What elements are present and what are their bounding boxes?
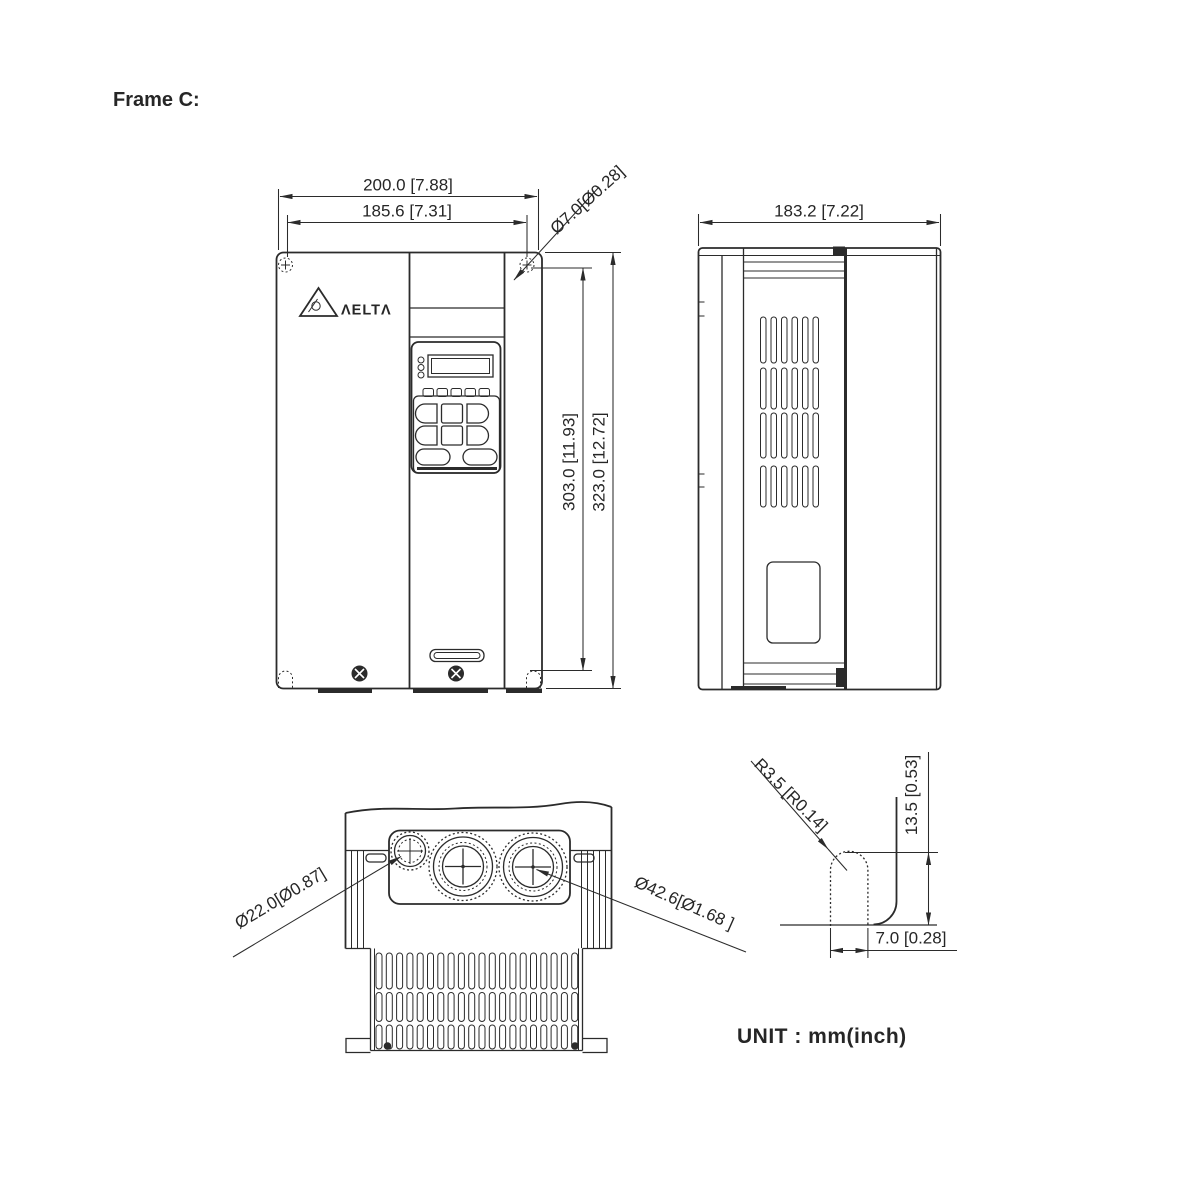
bottom-lip xyxy=(506,688,542,693)
large-knockout xyxy=(428,831,498,902)
tab-slot-left xyxy=(365,853,387,863)
run-button xyxy=(415,448,451,466)
mounting-slot-bottom-right xyxy=(526,670,541,688)
din-notches xyxy=(698,301,705,488)
keyhole-slot-outline xyxy=(829,850,869,926)
side-fin-lines-left xyxy=(351,850,364,948)
front-top-band xyxy=(409,307,505,338)
logo-wordmark: ΛELTΛ xyxy=(341,303,392,319)
side-fin-lines-right xyxy=(581,850,606,948)
tab-slot-right xyxy=(573,853,595,863)
dim-front-mounting-height: 303.0 [11.93] xyxy=(560,413,579,511)
mounting-foot-left xyxy=(345,1037,371,1054)
status-led xyxy=(417,371,425,379)
lcd-display xyxy=(427,354,494,378)
dim-front-mounting-width: 185.6 [7.31] xyxy=(362,202,452,221)
nameplate-label xyxy=(766,561,821,644)
bottom-lip xyxy=(318,688,372,693)
bottom-view: Ø22.0[Ø0.87] Ø42.6[Ø1.68 ] xyxy=(232,801,747,1054)
foot-screw-hole xyxy=(383,1042,392,1050)
unit-note: UNIT : mm(inch) xyxy=(737,1025,907,1048)
side-vent-grid xyxy=(760,316,819,508)
front-dimensions: 200.0 [7.88] 185.6 [7.31] Ø7.0[Ø0.28] 30… xyxy=(277,162,629,690)
keypad-lower-bezel xyxy=(412,395,501,474)
keyhole-detail-view: R3.5 [R0.14] 13.5 [0.53] 7.0 [0.28] xyxy=(750,752,957,958)
side-top-bands xyxy=(743,261,844,279)
mounting-hole-top-left xyxy=(278,257,293,273)
front-mounting-features xyxy=(278,257,542,693)
dim-large-knockout: Ø42.6[Ø1.68 ] xyxy=(632,873,737,934)
page-title: Frame C: xyxy=(113,89,200,111)
mounting-slot-bottom-left xyxy=(278,670,293,688)
delta-triangle-icon xyxy=(298,286,339,317)
plate-corner-edge xyxy=(873,797,898,926)
side-view: 183.2 [7.22] xyxy=(697,202,942,691)
dim-small-knockout: Ø22.0[Ø0.87] xyxy=(232,864,329,933)
dim-slot-width: 7.0 [0.28] xyxy=(876,929,947,948)
dim-side-depth: 183.2 [7.22] xyxy=(774,202,864,221)
side-dimensions: 183.2 [7.22] xyxy=(697,202,942,246)
delta-logo: ΛELTΛ xyxy=(298,286,392,319)
dim-slot-radius: R3.5 [R0.14] xyxy=(750,755,831,836)
bottom-top-contour xyxy=(345,801,612,814)
heatsink xyxy=(345,947,612,1054)
keypad xyxy=(410,341,502,474)
gland-plate xyxy=(388,829,571,905)
large-knockout xyxy=(498,832,568,902)
lcd-display-inner xyxy=(431,358,490,374)
mounting-hole-top-right xyxy=(519,257,535,273)
front-view: ΛELTΛ xyxy=(275,162,629,693)
dim-front-overall-height: 323.0 [12.72] xyxy=(590,412,609,511)
small-knockout xyxy=(390,831,430,871)
front-panel-dividers xyxy=(408,252,506,689)
status-led xyxy=(417,364,425,371)
side-bottom-bands xyxy=(743,662,844,685)
dim-slot-height: 13.5 [0.53] xyxy=(902,755,921,835)
heatsink-fins xyxy=(375,952,579,1050)
stop-button xyxy=(462,448,498,466)
function-key-row xyxy=(422,388,490,397)
foot-screw-hole xyxy=(571,1042,579,1050)
bottom-vent-slot xyxy=(429,648,485,663)
dim-mounting-hole-diameter: Ø7.0[Ø0.28] xyxy=(547,162,629,238)
mounting-foot-right xyxy=(582,1037,608,1054)
bottom-dimensions: Ø22.0[Ø0.87] Ø42.6[Ø1.68 ] xyxy=(232,856,747,958)
bottom-lip xyxy=(413,688,488,693)
arrow-keys xyxy=(414,403,490,446)
status-led xyxy=(417,356,425,364)
side-enclosure-outline xyxy=(697,247,942,691)
dim-front-overall-width: 200.0 [7.88] xyxy=(363,176,453,195)
